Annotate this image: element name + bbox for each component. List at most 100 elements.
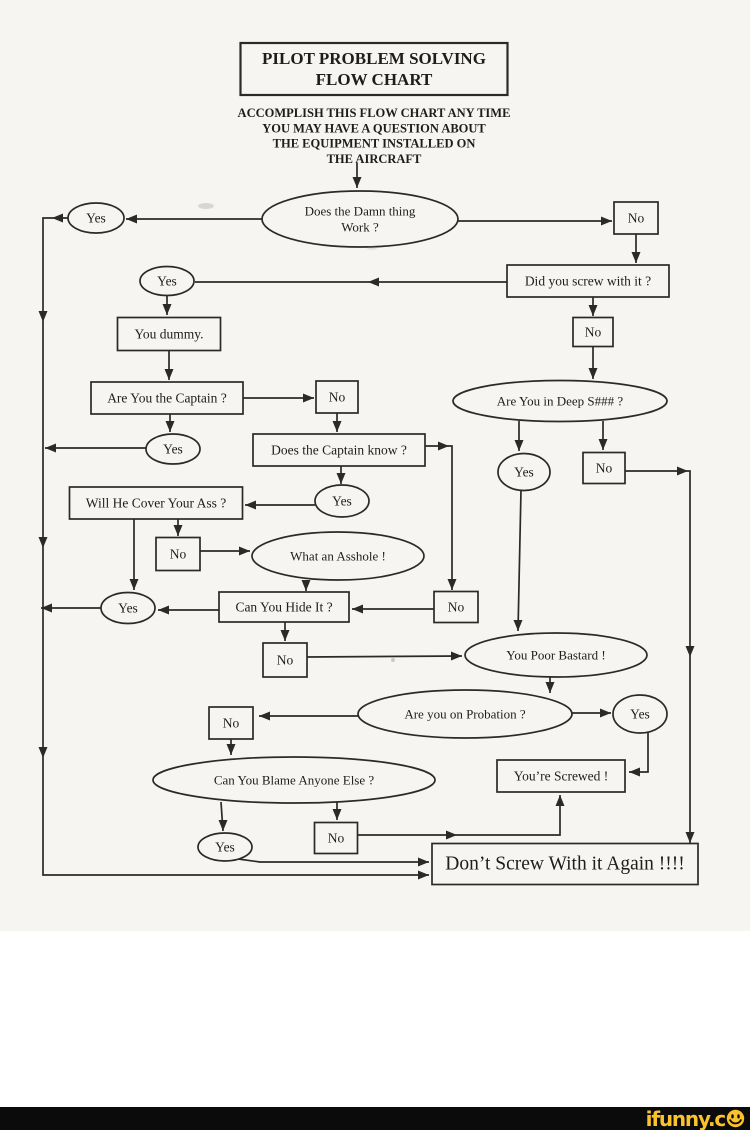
svg-text:ACCOMPLISH THIS FLOW CHART ANY: ACCOMPLISH THIS FLOW CHART ANY TIME <box>238 106 511 120</box>
edge-left-rail-to-dont <box>38 213 429 880</box>
svg-text:Work ?: Work ? <box>341 219 379 234</box>
svg-text:Can You Hide It ?: Can You Hide It ? <box>235 600 332 615</box>
edge-work-to-no <box>458 216 612 226</box>
ifunny-logo: ifunny.c <box>646 1109 750 1129</box>
svg-text:FLOW CHART: FLOW CHART <box>316 70 433 89</box>
node-you-dummy: You dummy. <box>116 316 222 352</box>
node-no-deep: No <box>582 451 626 485</box>
node-no-work: No <box>613 201 659 235</box>
edge-yes3-to-rail <box>45 443 146 453</box>
svg-text:You’re Screwed !: You’re Screwed ! <box>514 769 609 784</box>
svg-text:Yes: Yes <box>332 494 352 509</box>
node-did-you-screw-with-it: Did you screw with it ? <box>506 264 670 298</box>
edge-know-to-yes5 <box>336 466 346 484</box>
node-can-you-blame-anyone-else: Can You Blame Anyone Else ? <box>152 756 436 804</box>
svg-text:Yes: Yes <box>157 274 177 289</box>
edge-screw-to-yes <box>195 277 507 287</box>
node-are-you-on-probation: Are you on Probation ? <box>357 689 573 739</box>
svg-text:No: No <box>223 716 240 731</box>
edge-deep-to-yes4 <box>514 421 524 451</box>
svg-text:Will He Cover Your Ass ?: Will He Cover Your Ass ? <box>86 496 226 511</box>
edge-no2-to-deep <box>588 347 598 379</box>
svg-text:You dummy.: You dummy. <box>134 327 203 342</box>
edge-yes8-to-dont <box>230 857 429 867</box>
edge-no8-to-blame <box>226 739 236 755</box>
edge-hide-to-no6 <box>280 622 290 641</box>
edge-yes-to-dummy <box>162 296 172 315</box>
edge-probation-to-yes7 <box>572 708 611 718</box>
svg-text:No: No <box>628 211 645 226</box>
svg-text:No: No <box>585 325 602 340</box>
edge-know-to-no5 <box>425 441 457 590</box>
svg-text:Does the Captain know ?: Does the Captain know ? <box>271 443 407 458</box>
node-no-cover: No <box>155 536 201 572</box>
node-yes-probation: Yes <box>612 694 668 734</box>
edge-poor-to-probation <box>545 677 555 693</box>
edge-captain-to-no3 <box>243 393 314 403</box>
node-yes-work: Yes <box>67 202 125 234</box>
svg-text:Are You in Deep S### ?: Are You in Deep S### ? <box>497 394 624 409</box>
svg-text:No: No <box>596 461 613 476</box>
node-yes-hide: Yes <box>100 591 156 625</box>
svg-text:Don’t Screw With it Again !!!!: Don’t Screw With it Again !!!! <box>445 854 685 875</box>
node-are-you-the-captain: Are You the Captain ? <box>90 381 244 415</box>
svg-text:No: No <box>277 653 294 668</box>
edge-yes5-to-cover <box>245 500 315 510</box>
node-does-the-captain-know: Does the Captain know ? <box>252 433 426 467</box>
node-yes-know: Yes <box>314 484 370 518</box>
node-no-captain: No <box>315 380 359 414</box>
svg-text:Yes: Yes <box>514 465 534 480</box>
node-what-an-asshole: What an Asshole ! <box>251 531 425 581</box>
node-yes-blame: Yes <box>197 832 253 862</box>
svg-text:Yes: Yes <box>86 211 106 226</box>
svg-text:Does the Damn thing: Does the Damn thing <box>305 204 416 219</box>
ifunny-logo-text: ifunny.c <box>645 1106 727 1130</box>
edge-hide-to-yes6 <box>158 605 219 615</box>
edge-blame-to-no9 <box>332 802 342 820</box>
watermark-bar: ifunny.c <box>0 1107 750 1130</box>
scan-smudge <box>367 246 377 250</box>
svg-text:No: No <box>448 600 465 615</box>
scan-smudge <box>391 658 395 662</box>
node-no-blame: No <box>313 821 359 855</box>
node-no-screw: No <box>572 316 614 348</box>
node-will-he-cover-your-ass: Will He Cover Your Ass ? <box>68 486 244 520</box>
edge-start-to-work <box>352 163 362 188</box>
edge-deep-to-no7 <box>598 421 608 450</box>
node-can-you-hide-it: Can You Hide It ? <box>218 591 350 623</box>
svg-text:Are you on Probation ?: Are you on Probation ? <box>404 707 526 722</box>
node-you-poor-bastard: You Poor Bastard ! <box>464 632 648 678</box>
svg-text:Are You the Captain ?: Are You the Captain ? <box>107 391 227 406</box>
svg-text:No: No <box>328 831 345 846</box>
edge-captain-to-yes3 <box>165 414 175 432</box>
node-no-probation: No <box>208 706 254 740</box>
node-are-you-in-deep-s: Are You in Deep S### ? <box>452 379 668 423</box>
svg-text:You Poor Bastard !: You Poor Bastard ! <box>506 648 605 663</box>
node-no-know: No <box>433 590 479 624</box>
svg-text:Yes: Yes <box>118 601 138 616</box>
node-dont-screw-with-it-again: Don’t Screw With it Again !!!! <box>431 842 699 886</box>
node-no-hide: No <box>262 642 308 678</box>
svg-text:THE AIRCRAFT: THE AIRCRAFT <box>327 152 422 166</box>
smiley-face-icon <box>726 1109 745 1128</box>
edge-asshole-to-hide <box>301 580 311 591</box>
edge-no4-to-asshole <box>200 546 250 556</box>
svg-text:Did you screw with it ?: Did you screw with it ? <box>525 274 651 289</box>
edge-blame-to-yes8 <box>218 801 228 832</box>
scan-smudge <box>198 203 214 209</box>
edge-yes7-to-screwed <box>629 732 649 777</box>
svg-text:Yes: Yes <box>630 707 650 722</box>
svg-text:What an Asshole !: What an Asshole ! <box>290 549 386 564</box>
edge-no5-to-hide <box>352 604 434 614</box>
svg-text:No: No <box>170 547 187 562</box>
edge-yes4-to-poor <box>513 489 523 632</box>
node-youre-screwed: You’re Screwed ! <box>496 759 626 793</box>
svg-text:Yes: Yes <box>215 840 235 855</box>
svg-text:YOU MAY HAVE A QUESTION ABOUT: YOU MAY HAVE A QUESTION ABOUT <box>262 121 486 135</box>
edge-screw-to-no2 <box>588 297 598 316</box>
